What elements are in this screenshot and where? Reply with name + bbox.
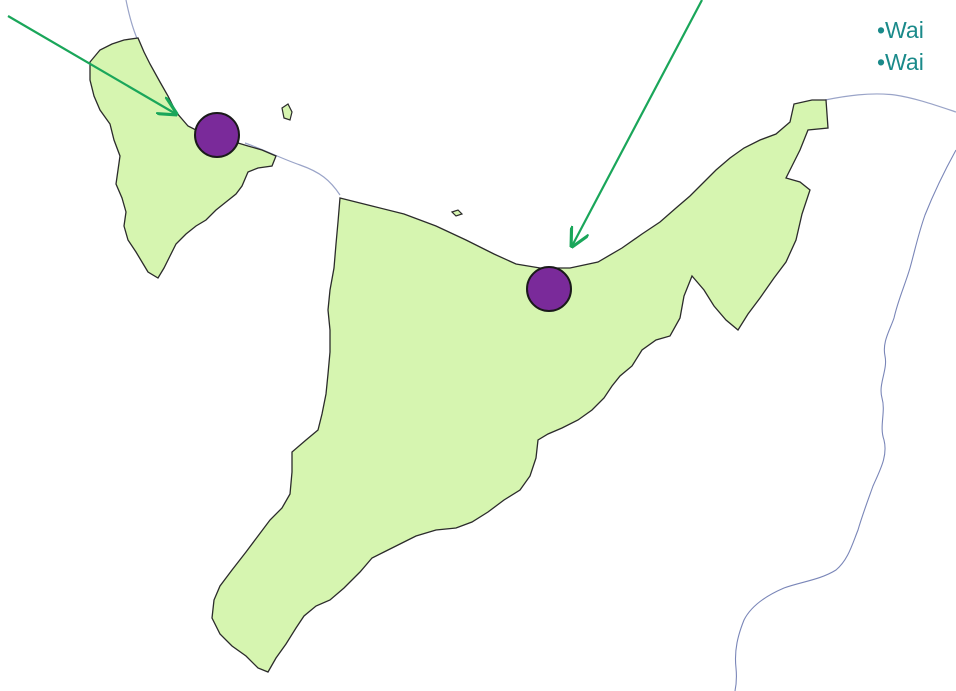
location-dot-icon xyxy=(194,112,240,158)
islet xyxy=(281,103,293,121)
location-dot-icon xyxy=(526,266,572,312)
bullet-list: •Wai •Wai xyxy=(877,14,924,78)
arrow-icon xyxy=(572,0,703,246)
district-main xyxy=(211,99,829,673)
river-boundary xyxy=(734,149,956,691)
district-west xyxy=(89,37,277,279)
bullet-item: •Wai xyxy=(877,17,924,43)
bullet-item: •Wai xyxy=(877,49,924,75)
islet xyxy=(450,209,464,217)
arrow-icon xyxy=(7,15,176,114)
